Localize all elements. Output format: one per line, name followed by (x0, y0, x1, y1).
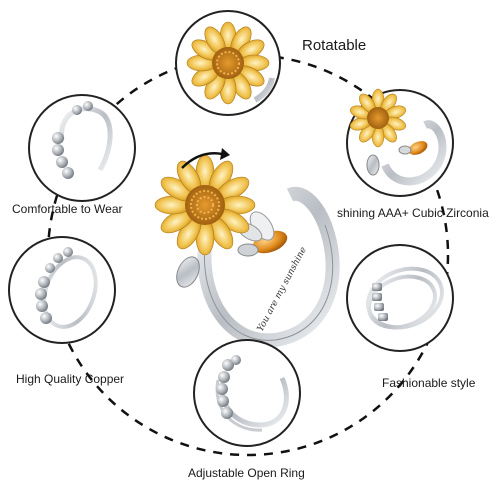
adjustable-image (193, 339, 301, 447)
zirconia-image (346, 88, 454, 197)
label-zirconia: shining AAA+ Cubic Zirconia (337, 206, 489, 220)
label-fashionable: Fashionable style (382, 376, 476, 390)
label-adjustable: Adjustable Open Ring (188, 466, 305, 480)
label-copper: High Quality Copper (16, 372, 125, 386)
copper-image (8, 236, 116, 344)
engraving-text: You are my sunshine (256, 246, 309, 334)
fashionable-image (346, 244, 454, 352)
label-comfortable: Comfortable to Wear (12, 202, 123, 216)
center-ring-image: You are my sunshine (154, 148, 340, 348)
comfortable-image (28, 94, 136, 202)
curved-arrow-icon (181, 152, 223, 169)
label-rotatable: Rotatable (302, 37, 367, 54)
rotatable-image (175, 10, 281, 116)
